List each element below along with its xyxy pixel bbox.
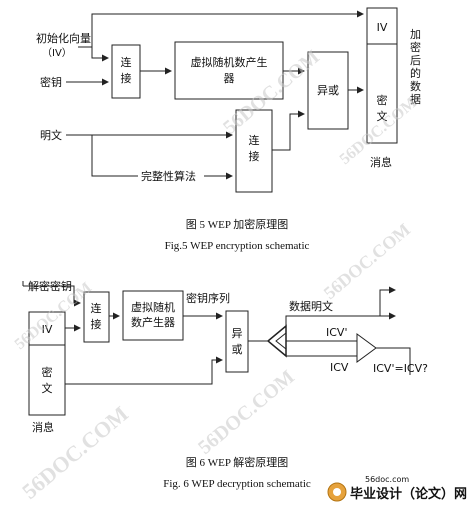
fig6-fork-arrowhead — [266, 324, 287, 358]
fig5-iv-to-output-line — [78, 10, 364, 48]
fig5-output-cipher-1: 密 — [377, 93, 388, 107]
watermark-text: 56DOC.COM — [17, 401, 133, 504]
fig6-plaintext-out: 数据明文 — [289, 299, 333, 313]
fig6-comparator-triangle — [356, 333, 377, 363]
watermark-text: 56DOC.COM — [320, 219, 414, 303]
fig6-caption-cn: 图 6 WEP 解密原理图 — [186, 455, 289, 469]
fig5-concat-text-2: 接 — [121, 72, 132, 85]
watermark-text: 56DOC.COM — [194, 366, 299, 459]
fig5-concat2-to-xor-line — [272, 110, 305, 151]
fig5-concat-text-1: 连 — [121, 56, 132, 69]
fig5-side-label-1: 加 — [410, 28, 421, 41]
fig5-iv-label-line1: 初始化向量 — [36, 31, 91, 45]
fig5-plaintext-label: 明文 — [40, 128, 62, 142]
fig6-concat-text-2: 接 — [91, 318, 102, 331]
fig6-cipher-cell-2: 文 — [42, 381, 53, 395]
fig6-concat-text-1: 连 — [91, 302, 102, 315]
fig6-xor-box — [225, 310, 249, 373]
fig5-side-label-4: 的 — [410, 66, 421, 80]
fig6-prng-text-1: 虚拟随机 — [131, 300, 175, 314]
footer-logo-emblem-inner-icon — [333, 488, 341, 496]
fig6-icv-prime-label: ICV' — [326, 326, 347, 339]
fig6-caption-en: Fig. 6 WEP decryption schematic — [163, 478, 311, 490]
fig5-key-label: 密钥 — [40, 75, 62, 89]
fig6-iv-cell: IV — [42, 323, 53, 336]
fig5-side-label-6: 据 — [410, 92, 421, 106]
fig6-xor-text-2: 或 — [232, 343, 243, 356]
fig6-compare-label: ICV'=ICV? — [373, 362, 428, 375]
fig6-key-to-concat-line — [22, 281, 80, 303]
fig5-output-cipher-2: 文 — [377, 109, 388, 123]
fig5-message-label: 消息 — [370, 155, 392, 169]
fig5-output-iv: IV — [377, 21, 388, 34]
fig6-cipher-to-xor-line — [65, 356, 223, 385]
fig5-concat2-text-1: 连 — [249, 134, 260, 147]
footer-logo-brand: 毕业设计（论文）网 — [350, 486, 467, 502]
fig5-side-label-2: 密 — [410, 40, 421, 54]
fig6-plaintext-line — [285, 312, 396, 326]
fig6-icv-label: ICV — [330, 361, 349, 374]
watermark-layer: 56DOC.COM 56DOC.COM 56DOC.COM 56DOC.COM … — [12, 46, 420, 504]
fig5-integrity-label-bg — [138, 167, 204, 183]
fig6-prng-text-2: 数产生器 — [131, 315, 175, 329]
fig5-xor-text: 异或 — [317, 84, 339, 97]
fig5-prng-text-2: 器 — [224, 72, 235, 85]
fig5-caption-en: Fig.5 WEP encryption schematic — [165, 240, 310, 252]
fig5-integrity-label: 完整性算法 — [141, 169, 196, 183]
fig5-prng-box — [174, 41, 284, 100]
fig6-message-label: 消息 — [32, 420, 54, 434]
fig5-iv-to-concat-line — [91, 47, 109, 62]
footer-logo-url: 56doc.com — [365, 475, 409, 484]
fig6-cipher-cell-1: 密 — [42, 365, 53, 379]
fig6-compare-output-line — [376, 347, 411, 375]
fig6-xor-text-1: 异 — [232, 327, 243, 340]
fig5-concat2-box — [235, 109, 273, 193]
fig6-concat-box — [83, 291, 110, 343]
fig5-prng-text-1: 虚拟随机数产生 — [191, 55, 268, 69]
fig5-output-frame — [366, 7, 398, 144]
fig5-side-label-3: 后 — [410, 54, 421, 67]
fig6-message-frame — [28, 311, 66, 416]
fig5-caption-cn: 图 5 WEP 加密原理图 — [186, 217, 289, 231]
fig5-side-label-5: 数 — [410, 80, 421, 93]
fig6-plaintext-drop-line — [379, 286, 396, 316]
footer-logo: 56doc.com 毕业设计（论文）网 — [327, 475, 467, 502]
fig6-keystream-label: 密钥序列 — [186, 291, 230, 305]
fig5-concat2-text-2: 接 — [249, 150, 260, 163]
fig5-iv-label-line2: （IV） — [42, 47, 72, 59]
fig5-encryption-diagram: 初始化向量 （IV） 密钥 明文 连 接 虚拟随机数产生 器 异或 连 接 IV… — [36, 7, 421, 252]
fig6-decryption-diagram: 解密密钥 连 接 虚拟随机 数产生器 密钥序列 异 或 IV 密 文 消息 数据… — [22, 279, 428, 490]
